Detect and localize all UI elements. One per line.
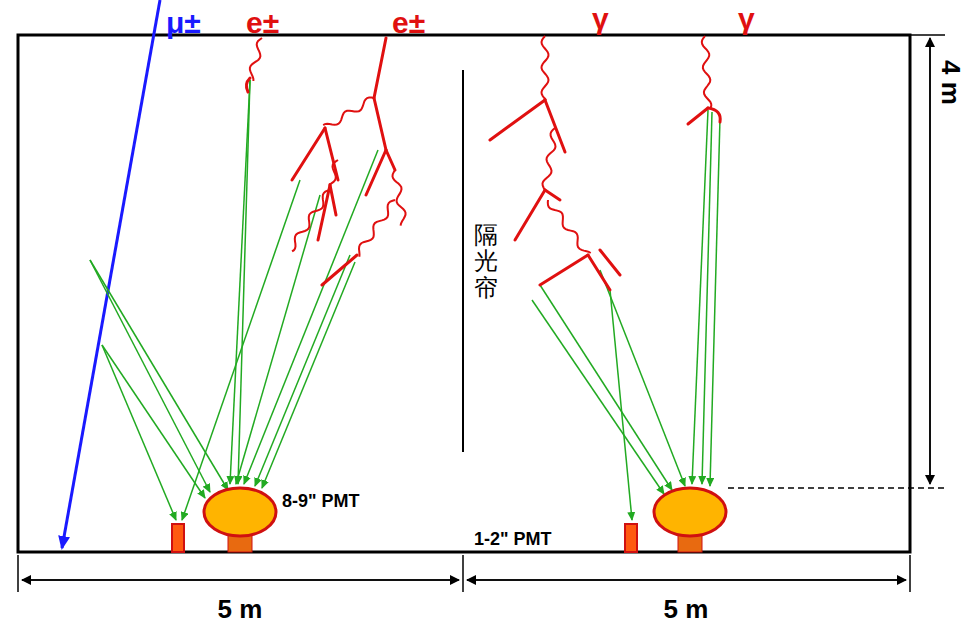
photon-line [543, 128, 556, 190]
photon-line [292, 190, 330, 251]
particle-label: e± [246, 8, 279, 38]
particle-label: γ [738, 4, 755, 34]
muon-track [62, 0, 160, 548]
particle-label: μ± [166, 8, 201, 38]
pmt-small-left [172, 524, 184, 552]
photon-line [542, 36, 549, 100]
dimension-label: 4 m [938, 60, 964, 105]
light-curtain [462, 70, 464, 452]
dimension-lines [18, 35, 945, 592]
pmt-large-left [204, 488, 276, 552]
particle-label: e± [392, 8, 425, 38]
photon-line [359, 200, 395, 257]
dimension-label: 5 m [218, 596, 263, 622]
photon-line [393, 170, 406, 226]
pmt-small-right [625, 524, 637, 552]
photon-line [250, 38, 262, 81]
photon-line [548, 200, 591, 253]
dimension-label: 5 m [664, 596, 709, 622]
photon-line [323, 98, 374, 126]
pmt-large-right [654, 488, 726, 552]
water-tank [18, 35, 910, 552]
pmt-label: 1-2" PMT [474, 530, 552, 548]
pmt-label: 8-9" PMT [282, 492, 360, 510]
photon-line [329, 160, 338, 185]
particle-label: γ [592, 4, 609, 34]
photon-line [702, 36, 712, 108]
cherenkov-rays [90, 80, 720, 520]
curtain-label: 隔光帘 [474, 222, 498, 301]
